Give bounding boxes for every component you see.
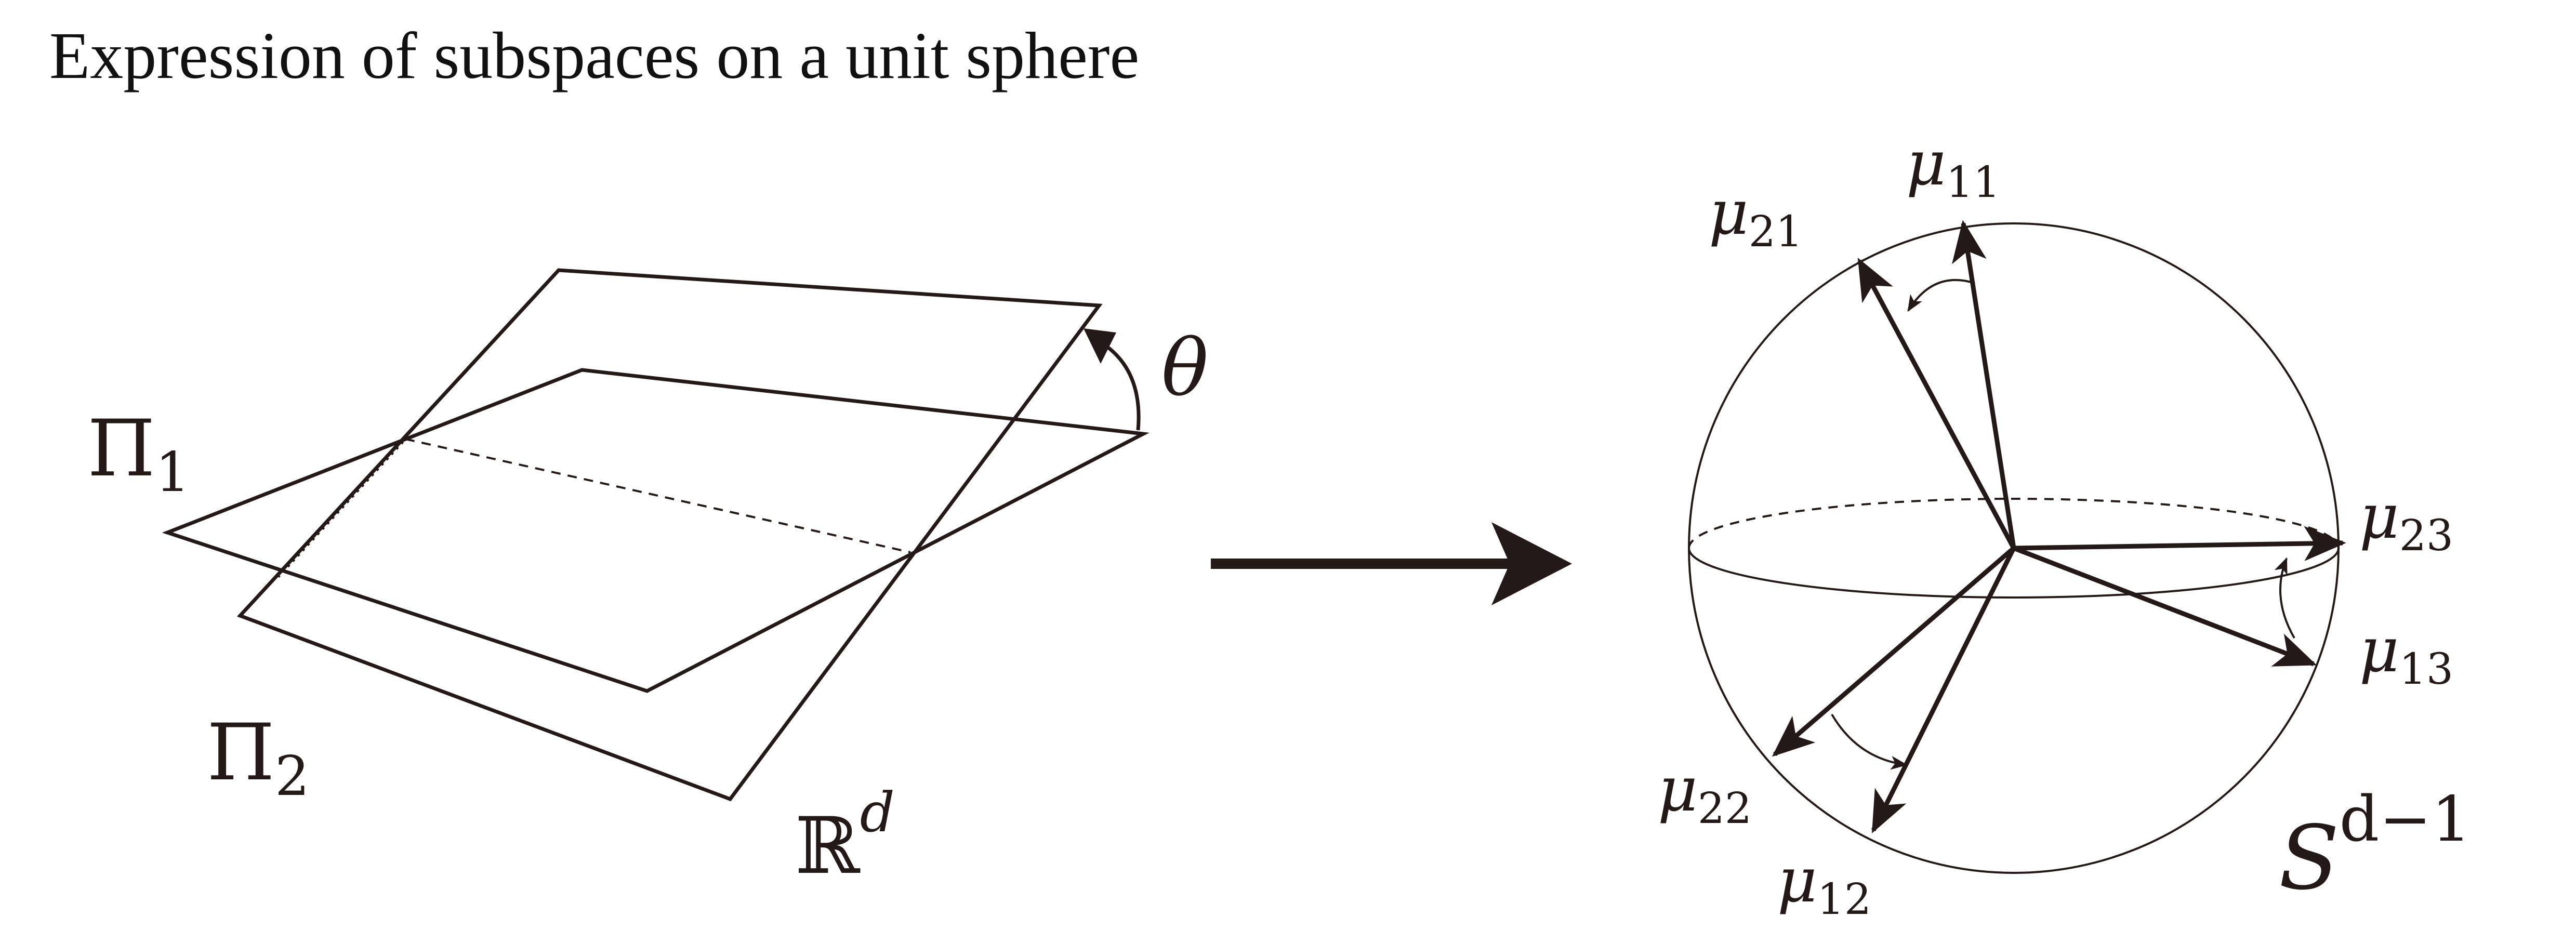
angle-arc-mu11-mu21 <box>1907 278 1975 312</box>
space-rd-label: ℝd <box>795 781 895 892</box>
plane1-label: Π1 <box>87 404 190 504</box>
hidden-intersection-line <box>405 438 911 553</box>
vector-mu23 <box>2013 526 2346 561</box>
label-mu22: μ22 <box>1658 753 1752 833</box>
angle-theta-arrowhead <box>1084 328 1116 364</box>
sphere-label: Sd−1 <box>2279 783 2471 910</box>
equator-front <box>1688 548 2340 599</box>
figure-title: Expression of subspaces on a unit sphere <box>49 19 1139 92</box>
right-panel: μ11 μ21 μ23 μ13 μ22 μ12 Sd−1 <box>1658 127 2471 924</box>
left-panel: Π1 Π2 θ ℝd <box>87 268 1208 892</box>
angle-arc-mu13-mu23 <box>2274 557 2295 639</box>
label-mu23: μ23 <box>2359 481 2453 561</box>
vector-mu21 <box>1857 258 2016 550</box>
vector-mu13 <box>2013 546 2317 667</box>
vector-mu11 <box>1952 220 2016 549</box>
label-mu21: μ21 <box>1709 177 1803 257</box>
angle-theta-label: θ <box>1161 323 1208 414</box>
angle-theta-arc <box>1101 341 1141 431</box>
vector-mu22 <box>1772 546 2015 757</box>
plane-pi1 <box>236 268 1103 802</box>
equator-back <box>1688 498 2340 549</box>
plane2-label: Π2 <box>207 708 310 808</box>
hidden-edge-dotted <box>276 440 404 578</box>
label-mu12: μ12 <box>1777 844 1871 924</box>
label-mu11: μ11 <box>1906 127 2000 207</box>
angle-arc-mu22-mu12 <box>1831 713 1908 770</box>
vector-mu12 <box>1871 547 2016 834</box>
plane-pi2 <box>162 368 1150 693</box>
mapping-arrow <box>1211 522 1572 605</box>
label-mu13: μ13 <box>2359 614 2453 694</box>
